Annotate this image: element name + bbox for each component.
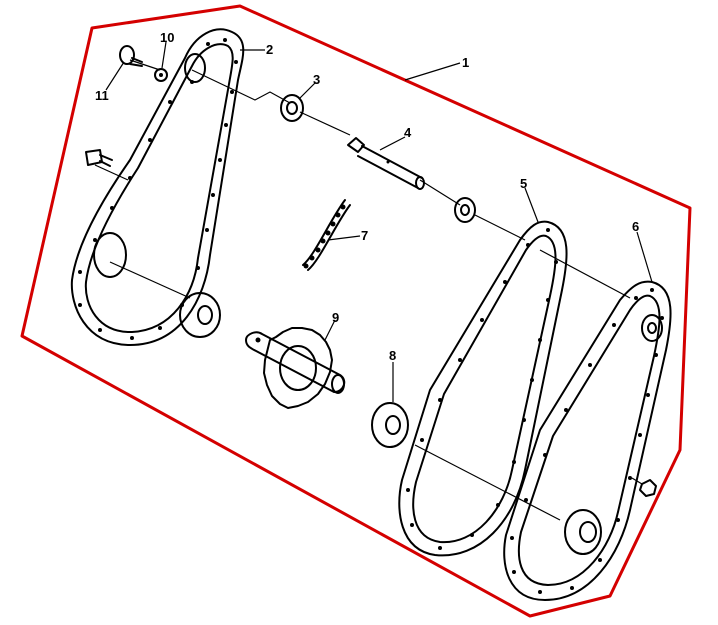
sprocket-shaft — [245, 327, 346, 409]
callout-6: 6 — [632, 219, 639, 234]
cover-right-holes — [510, 288, 664, 594]
gasket — [398, 220, 568, 557]
alignment-lines — [94, 59, 631, 521]
cover-left-holes — [78, 38, 238, 340]
bolt — [119, 45, 143, 67]
nut-right — [631, 477, 657, 497]
bearing-lower — [371, 402, 409, 448]
bearing-left — [179, 292, 221, 338]
gasket-holes — [406, 228, 558, 550]
callout-5: 5 — [520, 176, 527, 191]
callout-labels: 1 2 3 4 5 6 7 8 9 10 11 — [95, 30, 639, 363]
callout-1: 1 — [462, 55, 469, 70]
callout-11: 11 — [95, 88, 109, 103]
callout-3: 3 — [313, 72, 320, 87]
upper-shaft — [347, 137, 425, 190]
callout-4: 4 — [404, 125, 412, 140]
callout-7: 7 — [361, 228, 368, 243]
bearing-mid — [454, 197, 476, 223]
side-bolt — [85, 149, 113, 167]
leader-lines — [105, 41, 653, 402]
callout-8: 8 — [389, 348, 396, 363]
roller-chain — [302, 199, 351, 271]
chain-case-cover-left — [70, 28, 245, 346]
callout-2: 2 — [266, 42, 273, 57]
assembly-boundary — [20, 4, 692, 618]
callout-9: 9 — [332, 310, 339, 325]
bearing-upper — [280, 94, 304, 122]
nut — [154, 68, 168, 82]
chain-case-cover-right — [503, 280, 672, 601]
callout-10: 10 — [160, 30, 174, 45]
